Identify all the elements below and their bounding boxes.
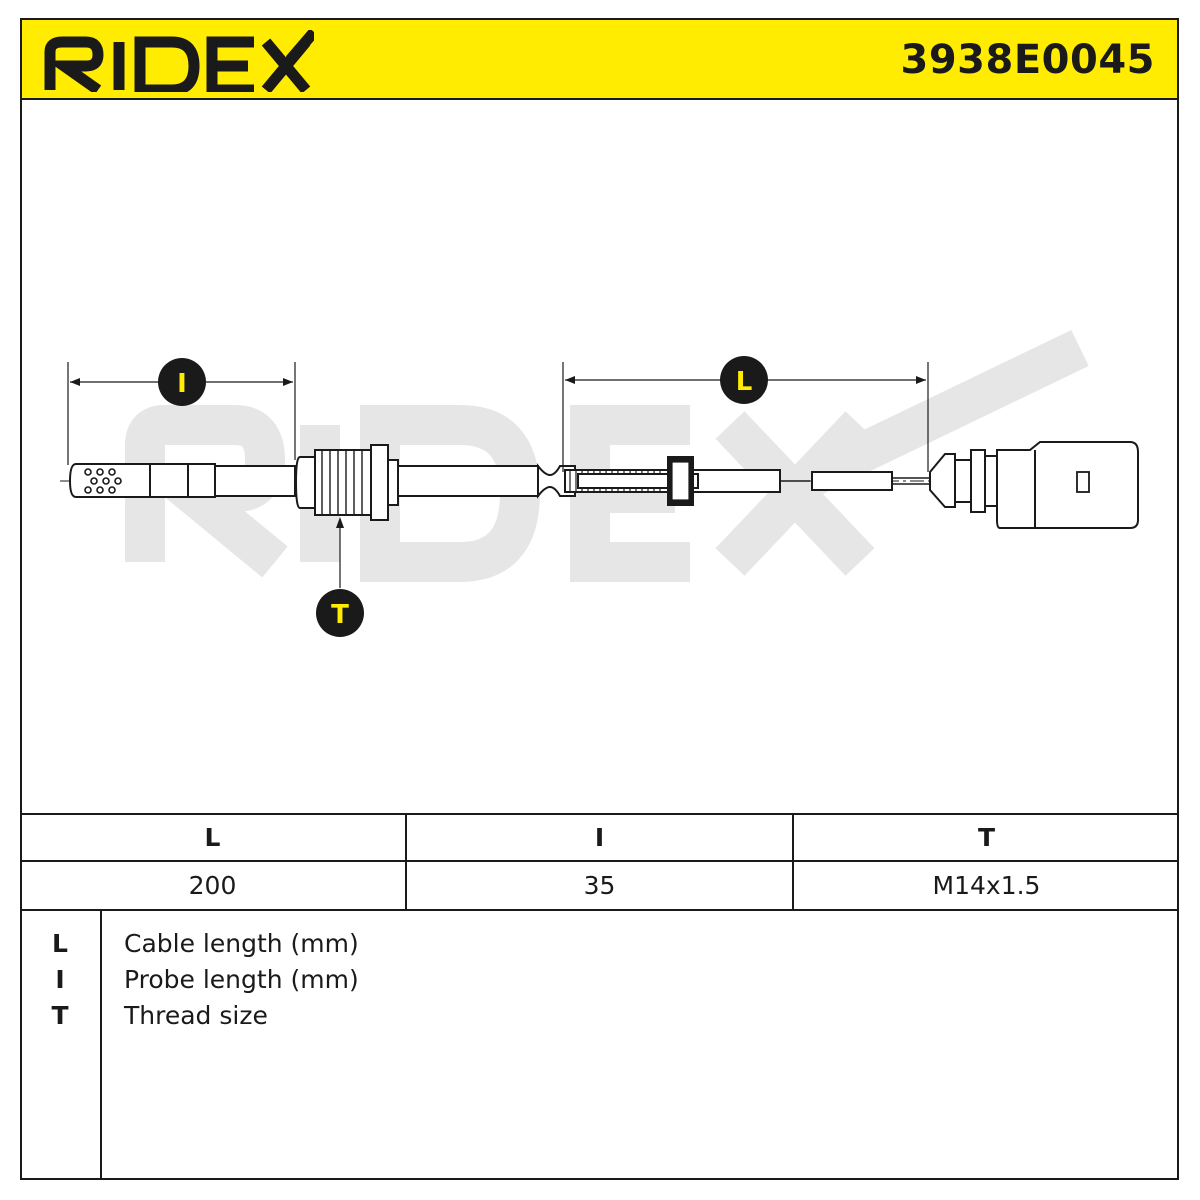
- probe-tip: [68, 463, 296, 498]
- cable-sleeve: [564, 456, 810, 506]
- dimensions-table: L I T 200 35 M14x1.5: [20, 813, 1179, 911]
- value-cell-l: 200: [188, 871, 237, 900]
- callout-t: T: [316, 589, 364, 637]
- cable-section: [811, 471, 930, 491]
- brand-logo: [44, 30, 314, 92]
- part-number: 3938E0045: [900, 37, 1155, 83]
- sensor-drawing: I L T: [20, 100, 1179, 813]
- value-cell-t: M14x1.5: [792, 862, 1179, 909]
- value-cell-i: 35: [405, 862, 792, 909]
- dimension-t: [336, 517, 344, 588]
- table-header-row: L I T: [20, 815, 1179, 862]
- legend: L I T Cable length (mm) Probe length (mm…: [20, 911, 1179, 1180]
- header-bar: 3938E0045: [20, 18, 1179, 100]
- legend-text-i: Probe length (mm): [124, 965, 359, 994]
- legend-text-t: Thread size: [124, 1001, 268, 1030]
- callout-l: L: [720, 356, 768, 404]
- header-cell-l: L: [204, 823, 221, 852]
- sensor-shaft: [397, 463, 576, 499]
- callout-t-label: T: [331, 600, 349, 630]
- drawing-canvas: I L T: [60, 329, 1139, 637]
- legend-text-l: Cable length (mm): [124, 929, 359, 958]
- callout-l-label: L: [736, 367, 753, 397]
- legend-key-t: T: [51, 1001, 69, 1030]
- legend-key-l: L: [52, 929, 68, 958]
- table-value-row: 200 35 M14x1.5: [20, 862, 1179, 909]
- callout-i-label: I: [177, 369, 187, 399]
- header-cell-t: T: [792, 815, 1179, 860]
- legend-key-i: I: [55, 965, 65, 994]
- threaded-body: [294, 444, 399, 521]
- connector-plug: [929, 441, 1139, 529]
- callout-i: I: [158, 358, 206, 406]
- legend-keys-column: L I T: [20, 911, 102, 1180]
- header-cell-i: I: [405, 815, 792, 860]
